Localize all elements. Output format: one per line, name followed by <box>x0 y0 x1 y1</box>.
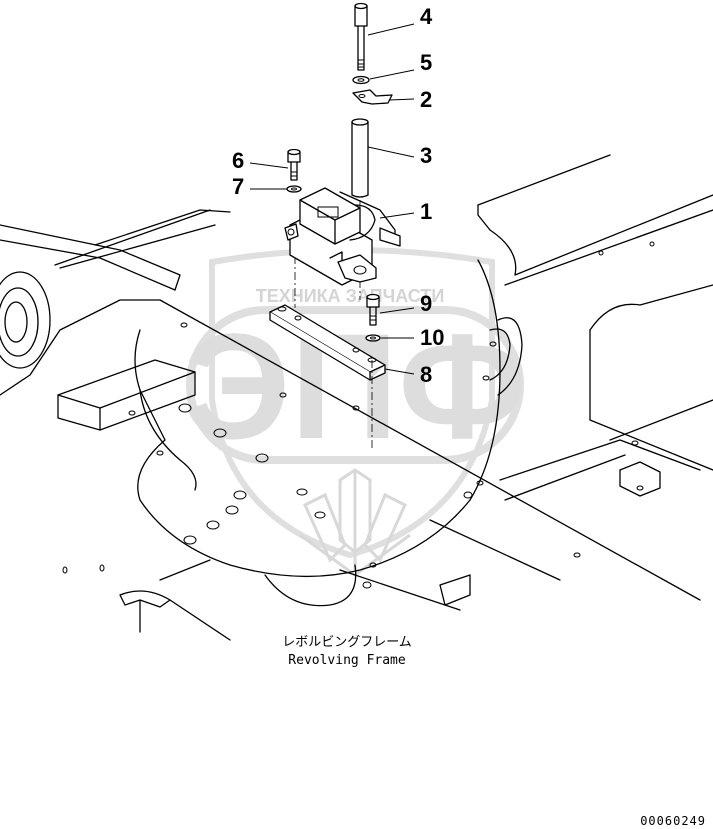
wheat-emblem-icon <box>299 468 411 577</box>
spacer-tube-part-3 <box>351 118 369 198</box>
frame-bolt-holes <box>62 322 581 589</box>
callout-labels: 4 5 2 3 1 6 7 9 10 8 <box>232 4 444 387</box>
callout-7: 7 <box>232 174 244 199</box>
callout-10: 10 <box>420 325 444 350</box>
left-boom-structure <box>0 209 231 431</box>
relay-unit-part-1 <box>284 187 401 286</box>
callout-6: 6 <box>232 148 244 173</box>
callout-3: 3 <box>420 143 432 168</box>
terminal-part-2 <box>352 89 393 105</box>
callout-9: 9 <box>420 291 432 316</box>
bolt-part-9 <box>366 293 380 326</box>
callout-4: 4 <box>420 4 433 29</box>
watermark-logo-text: ЭПФ <box>184 302 527 470</box>
caption-japanese: レボルビングフレーム <box>282 635 412 650</box>
caption: レボルビングフレーム Revolving Frame <box>282 635 412 668</box>
caption-english: Revolving Frame <box>288 653 406 668</box>
callout-2: 2 <box>420 87 432 112</box>
callout-1: 1 <box>420 199 432 224</box>
mounting-bar-part-8 <box>269 304 386 381</box>
callout-5: 5 <box>420 50 432 75</box>
watermark-top-text: ТЕХНИКА ЗАПЧАСТИ <box>256 286 445 306</box>
leader-lines <box>249 23 415 375</box>
watermark: ТЕХНИКА ЗАПЧАСТИ ЭПФ <box>184 247 527 577</box>
long-bolt-part-4 <box>354 2 368 71</box>
callout-8: 8 <box>420 362 432 387</box>
revolving-frame-body <box>62 259 701 641</box>
small-bolt-part-6 <box>287 148 301 181</box>
right-frame-structure <box>477 154 713 501</box>
document-id: 00060249 <box>640 814 706 828</box>
washer-part-10 <box>365 334 381 342</box>
washer-part-5 <box>352 75 370 85</box>
small-washer-part-7 <box>286 185 302 193</box>
